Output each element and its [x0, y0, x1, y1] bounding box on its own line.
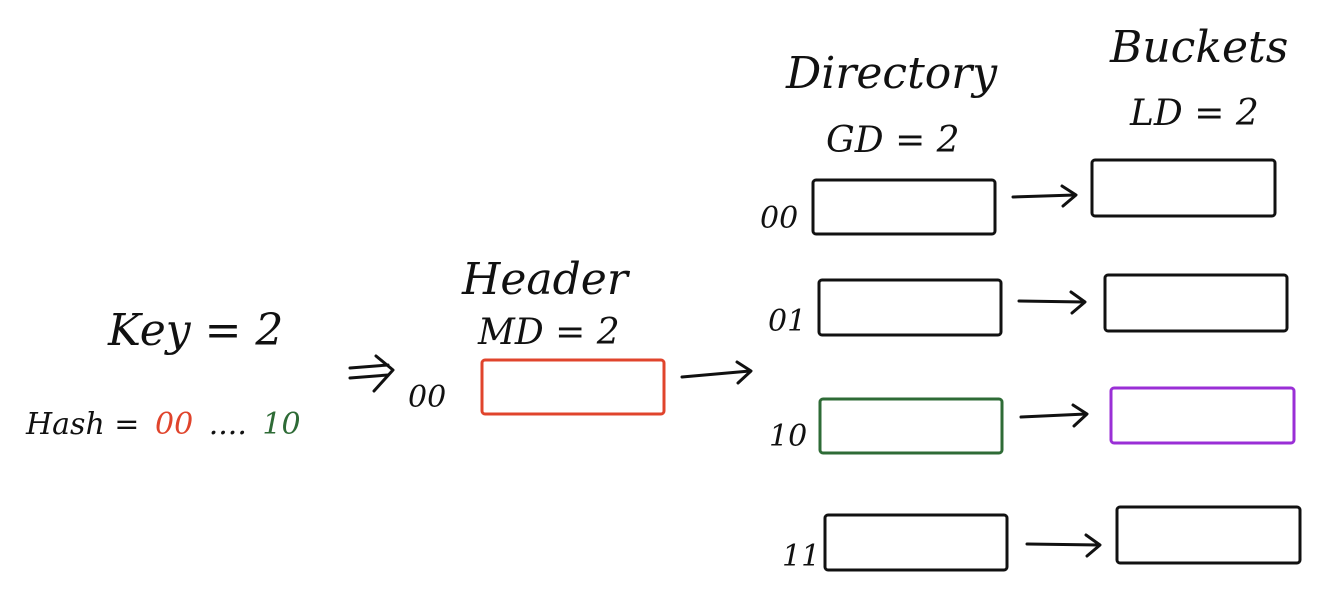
bucket-box [1090, 158, 1277, 218]
directory-slot-index: 01 [768, 304, 806, 339]
buckets-depth-label: LD = 2 [1129, 93, 1259, 134]
directory-slot-box [818, 397, 1004, 455]
header-slot-index: 00 [408, 380, 446, 415]
directory-to-bucket-arrow [1025, 533, 1102, 558]
hash-low-bits: 10 [262, 407, 300, 442]
header-depth-label: MD = 2 [477, 312, 620, 353]
header-slot-box [480, 358, 666, 416]
directory-to-bucket-arrow [1017, 290, 1087, 315]
directory-depth-label: GD = 2 [826, 120, 960, 161]
header-to-directory-arrow [680, 360, 753, 385]
directory-slot-box [823, 513, 1009, 572]
directory-slot-index: 10 [769, 419, 807, 454]
bucket-box [1115, 505, 1302, 565]
key-label: Key = 2 [107, 305, 283, 356]
hash-label: Hash = 00 .... 10 [25, 407, 301, 442]
implies-arrow [348, 354, 395, 393]
hash-high-bits: 00 [155, 407, 193, 442]
hash-prefix: Hash = [25, 407, 139, 442]
directory-slot-box [817, 278, 1003, 337]
directory-slot-box [811, 178, 997, 236]
header-title: Header [461, 254, 631, 305]
bucket-box [1103, 273, 1289, 333]
directory-to-bucket-arrow [1011, 184, 1078, 208]
directory-to-bucket-arrow [1019, 403, 1089, 428]
directory-slot-index: 11 [782, 539, 820, 574]
buckets-title: Buckets [1109, 22, 1288, 73]
directory-slot-index: 00 [760, 201, 798, 236]
directory-title: Directory [785, 48, 998, 99]
hash-dots: .... [209, 407, 247, 442]
target-bucket-box [1109, 386, 1296, 445]
